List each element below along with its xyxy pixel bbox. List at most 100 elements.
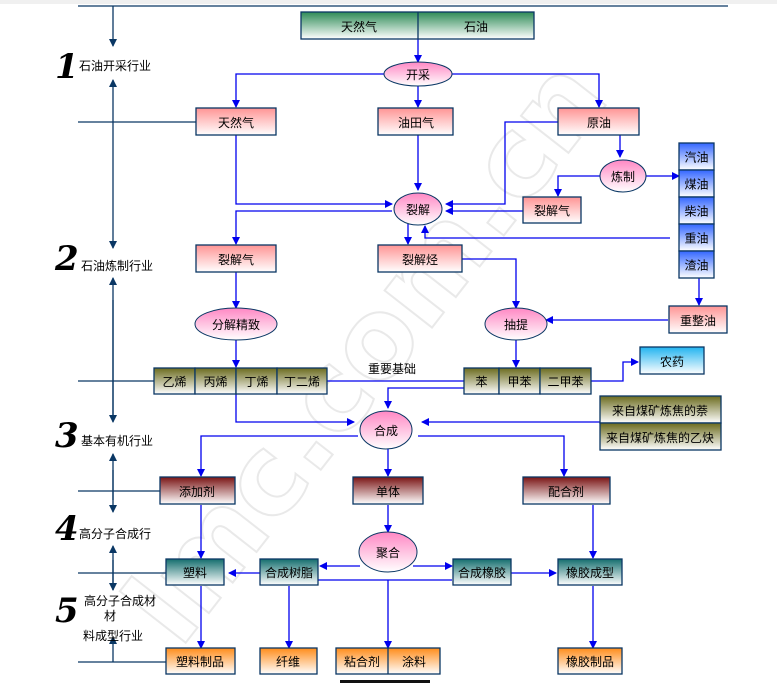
connectors bbox=[197, 39, 703, 649]
coal-naphthalene: 来自煤矿炼焦的萘 bbox=[612, 403, 708, 418]
aromatics-row: 苯 甲苯 二甲苯 bbox=[463, 367, 592, 395]
source-petroleum: 石油 bbox=[464, 20, 488, 34]
stage-label: 石油开采行业 bbox=[79, 59, 151, 73]
top-border bbox=[0, 0, 777, 4]
fuel-item: 渣油 bbox=[684, 259, 708, 273]
stage-label-char: 材 bbox=[104, 609, 116, 623]
box-synthetic-rubber: 合成橡胶 bbox=[452, 558, 512, 586]
stage-number: 4 bbox=[55, 509, 79, 549]
svg-text:添加剂: 添加剂 bbox=[179, 484, 215, 499]
svg-text:分解精致: 分解精致 bbox=[212, 318, 260, 332]
aromatic-item-cell bbox=[498, 367, 541, 395]
stage-4: 4 高分子合成行 bbox=[55, 509, 151, 549]
important-basis-label: 重要基础 bbox=[368, 362, 416, 376]
svg-text:合成橡胶: 合成橡胶 bbox=[458, 565, 506, 580]
stage-number: 5 bbox=[55, 591, 79, 631]
box-rubber-molding: 橡胶成型 bbox=[557, 558, 623, 586]
olefin-item: 丁二烯 bbox=[284, 375, 320, 389]
box-fiber: 纤维 bbox=[259, 647, 318, 675]
stage-1: 1 石油开采行业 bbox=[55, 47, 151, 87]
stage-label: 石油炼制行业 bbox=[81, 258, 153, 273]
svg-text:塑料: 塑料 bbox=[183, 565, 207, 580]
process-polymerization: 聚合 bbox=[358, 531, 418, 573]
olefin-item-cell bbox=[235, 367, 278, 395]
olefin-item: 丙烯 bbox=[203, 375, 227, 389]
fuel-item: 煤油 bbox=[684, 178, 708, 192]
aromatic-item: 甲苯 bbox=[507, 375, 531, 389]
aromatic-item-cell bbox=[539, 367, 592, 395]
process-refining: 炼制 bbox=[599, 159, 647, 193]
stage-2: 2 石油炼制行业 bbox=[54, 239, 153, 279]
stage-3: 3 基本有机行业 bbox=[55, 416, 153, 456]
coal-acetylene: 来自煤矿炼焦的乙炔 bbox=[606, 430, 714, 445]
process-mining: 开采 bbox=[383, 61, 453, 87]
coal-sources: 来自煤矿炼焦的萘 来自煤矿炼焦的乙炔 bbox=[599, 395, 722, 451]
svg-text:纤维: 纤维 bbox=[276, 655, 300, 669]
box-oilfield-gas: 油田气 bbox=[377, 107, 454, 136]
process-cracking: 裂解 bbox=[393, 192, 443, 226]
box-natural-gas: 天然气 bbox=[195, 107, 277, 136]
source-box: 天然气 石油 bbox=[300, 11, 535, 40]
stage-label-line2: 料成型行业 bbox=[83, 629, 143, 643]
box-crude-oil: 原油 bbox=[557, 107, 640, 136]
svg-text:合成: 合成 bbox=[374, 423, 398, 438]
box-plastic: 塑料 bbox=[165, 558, 225, 586]
fuel-item: 汽油 bbox=[684, 150, 708, 165]
fuel-item: 柴油 bbox=[684, 205, 708, 219]
fuel-item: 重油 bbox=[684, 232, 708, 246]
stage-5: 5 高分子合成材 材 料成型行业 bbox=[55, 591, 156, 643]
svg-text:塑料制品: 塑料制品 bbox=[176, 654, 224, 669]
box-adhesive-coating: 粘合剂 涂料 bbox=[335, 647, 441, 675]
svg-text:单体: 单体 bbox=[376, 485, 400, 499]
svg-text:裂解气: 裂解气 bbox=[218, 252, 254, 267]
box-reformed-oil: 重整油 bbox=[668, 305, 728, 334]
svg-text:裂解气: 裂解气 bbox=[534, 203, 570, 218]
fuel-item-cell bbox=[678, 250, 715, 279]
stage-axis bbox=[78, 5, 728, 663]
box-cracked-gas-left: 裂解气 bbox=[195, 244, 277, 273]
stage-label: 高分子合成材 bbox=[84, 593, 156, 608]
aromatic-item-cell bbox=[463, 367, 500, 395]
svg-text:裂解烃: 裂解烃 bbox=[402, 253, 438, 267]
box-rubber-products: 橡胶制品 bbox=[557, 647, 623, 675]
svg-text:油田气: 油田气 bbox=[398, 115, 434, 130]
process-synthesis: 合成 bbox=[359, 410, 413, 450]
olefins-row: 乙烯 丙烯 丁烯 丁二烯 bbox=[153, 367, 328, 395]
olefin-item-cell bbox=[276, 367, 328, 395]
svg-text:合成树脂: 合成树脂 bbox=[265, 565, 313, 580]
svg-text:农药: 农药 bbox=[660, 355, 684, 369]
coating: 涂料 bbox=[402, 654, 426, 669]
fuel-item-cell bbox=[678, 142, 715, 171]
stage-number: 3 bbox=[55, 416, 79, 456]
olefin-item: 乙烯 bbox=[162, 375, 186, 389]
process-separation: 分解精致 bbox=[194, 307, 278, 341]
box-additive: 添加剂 bbox=[159, 476, 236, 505]
stage-label: 高分子合成行 bbox=[79, 526, 151, 541]
adhesive: 粘合剂 bbox=[344, 654, 380, 669]
svg-text:橡胶制品: 橡胶制品 bbox=[566, 654, 614, 669]
stage-number: 1 bbox=[55, 47, 79, 87]
svg-text:橡胶成型: 橡胶成型 bbox=[566, 565, 614, 580]
svg-text:天然气: 天然气 bbox=[218, 115, 254, 130]
bottom-bar bbox=[340, 680, 430, 683]
svg-text:配合剂: 配合剂 bbox=[548, 484, 584, 499]
process-extraction: 抽提 bbox=[484, 307, 548, 341]
svg-text:聚合: 聚合 bbox=[376, 545, 400, 560]
aromatic-item: 苯 bbox=[475, 375, 487, 389]
olefin-item-cell bbox=[153, 367, 196, 395]
svg-text:开采: 开采 bbox=[406, 68, 430, 82]
box-plastic-products: 塑料制品 bbox=[165, 647, 236, 675]
box-cracked-gas-right: 裂解气 bbox=[522, 196, 582, 224]
olefin-item: 丁烯 bbox=[244, 375, 268, 389]
source-natural-gas: 天然气 bbox=[341, 19, 377, 34]
box-pesticide: 农药 bbox=[639, 346, 705, 375]
svg-text:裂解: 裂解 bbox=[406, 203, 430, 217]
svg-text:抽提: 抽提 bbox=[504, 317, 528, 332]
box-monomer: 单体 bbox=[352, 476, 424, 505]
aromatic-item: 二甲苯 bbox=[547, 375, 583, 389]
svg-text:炼制: 炼制 bbox=[611, 169, 635, 184]
box-cracked-hydrocarbon: 裂解烃 bbox=[377, 244, 463, 273]
stage-label: 基本有机行业 bbox=[81, 434, 153, 448]
